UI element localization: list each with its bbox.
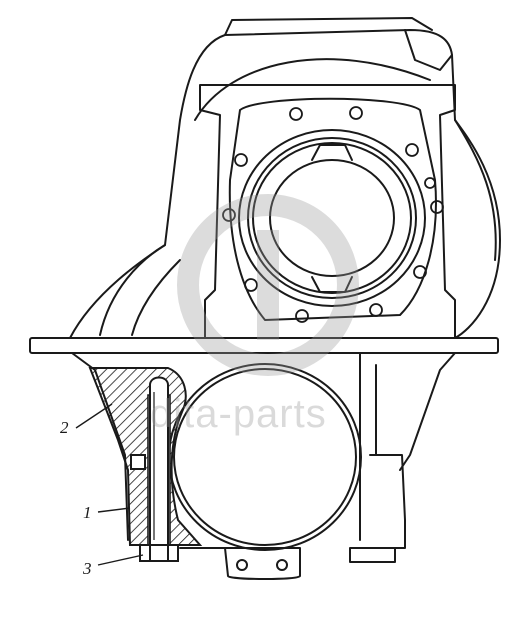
lower-housing-right [399,352,456,471]
leader-3 [97,554,144,566]
leader-lines [75,403,144,566]
flange-bolt-holes [222,106,444,323]
housing-dome-right [454,119,497,261]
watermark-text: dita-parts [150,392,327,436]
right-boss-bottom [349,547,396,563]
mounting-flange [29,337,499,354]
bottom-lug [224,547,301,580]
bearing-bore-outer [238,129,426,307]
leader-1 [97,507,131,513]
bearing-bore-ring [247,137,417,299]
lower-bore-inner [173,368,357,546]
leader-2 [75,403,113,429]
callout-label-2: 2 [60,418,69,437]
bore-notch-top [311,144,353,161]
top-right-lug [404,29,453,71]
bore-notch-bottom [311,276,353,293]
callout-label-1: 1 [83,503,92,522]
lug-hole-left [236,559,248,571]
stud-bolt [130,376,169,546]
left-rib [99,244,166,336]
housing-dome-left [194,58,431,121]
bearing-bore-inner [269,159,395,277]
left-rib-inner [131,259,181,336]
nut [139,544,179,562]
callout-label-3: 3 [83,559,92,578]
watermark-logo [177,194,359,376]
lug-hole-right [276,559,288,571]
flange-face [228,97,437,321]
housing-top-ridge [224,17,433,36]
